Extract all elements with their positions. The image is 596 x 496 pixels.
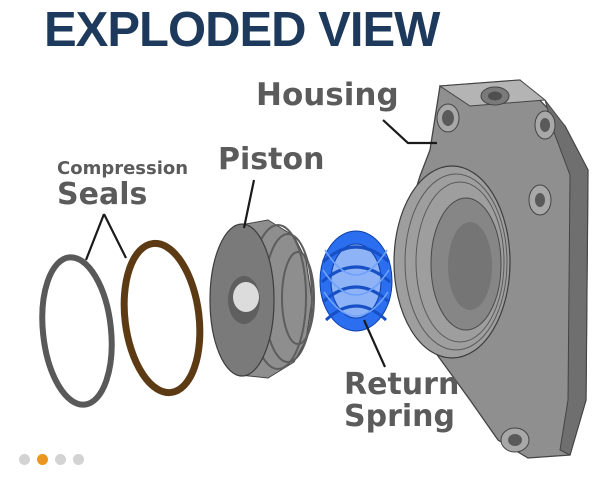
return-spring-label-line2: Spring — [344, 399, 455, 434]
carousel-dot-1[interactable] — [19, 454, 30, 465]
compression-seals-label-line2: Seals — [57, 177, 148, 212]
piston-label: Piston — [218, 142, 325, 177]
spring-leader — [362, 319, 387, 368]
carousel-dot-4[interactable] — [73, 454, 84, 465]
compression-seals-label-line1: Compression — [57, 158, 189, 179]
compression-seal-brown — [120, 239, 204, 397]
housing-part — [393, 79, 589, 459]
housing-leader — [382, 119, 437, 145]
page-title: EXPLODED VIEW — [44, 3, 440, 57]
compression-seal-gray — [39, 254, 115, 408]
housing-label: Housing — [256, 77, 399, 113]
return-spring-part — [319, 230, 393, 332]
return-spring-label-line1: Return — [344, 367, 460, 402]
seal-leader-2 — [103, 213, 127, 259]
piston-leader — [242, 179, 256, 229]
carousel-dot-2[interactable] — [37, 454, 48, 465]
carousel-pagination — [19, 454, 84, 465]
piston-part — [209, 219, 315, 379]
seal-leader-1 — [84, 213, 106, 261]
carousel-dot-3[interactable] — [55, 454, 66, 465]
